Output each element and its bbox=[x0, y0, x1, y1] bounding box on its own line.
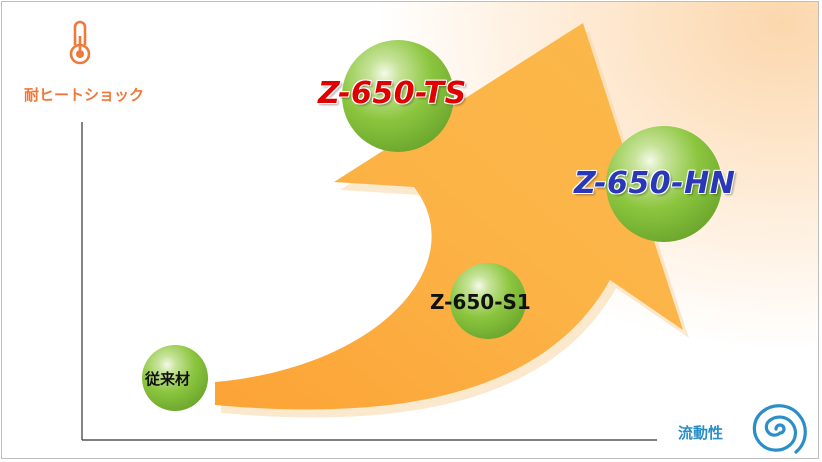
y-axis-label: 耐ヒートショック bbox=[24, 86, 145, 104]
bubble-conventional bbox=[142, 345, 208, 411]
growth-arrow bbox=[215, 23, 683, 410]
bubble-z650-hn bbox=[606, 126, 722, 242]
label-conventional: 従来材 bbox=[145, 370, 191, 388]
spiral-flow-icon bbox=[752, 404, 807, 454]
x-axis-label: 流動性 bbox=[678, 424, 724, 442]
thermometer-bulb bbox=[76, 50, 84, 58]
title-z650-hn: Z-650-HN bbox=[574, 166, 736, 201]
label-z650-s1: Z-650-S1 bbox=[430, 290, 531, 314]
bubble-z650-ts bbox=[342, 40, 454, 152]
bubble-z650-s1 bbox=[450, 263, 526, 339]
title-z650-ts: Z-650-TS bbox=[318, 76, 467, 111]
thermometer-icon bbox=[69, 20, 91, 65]
